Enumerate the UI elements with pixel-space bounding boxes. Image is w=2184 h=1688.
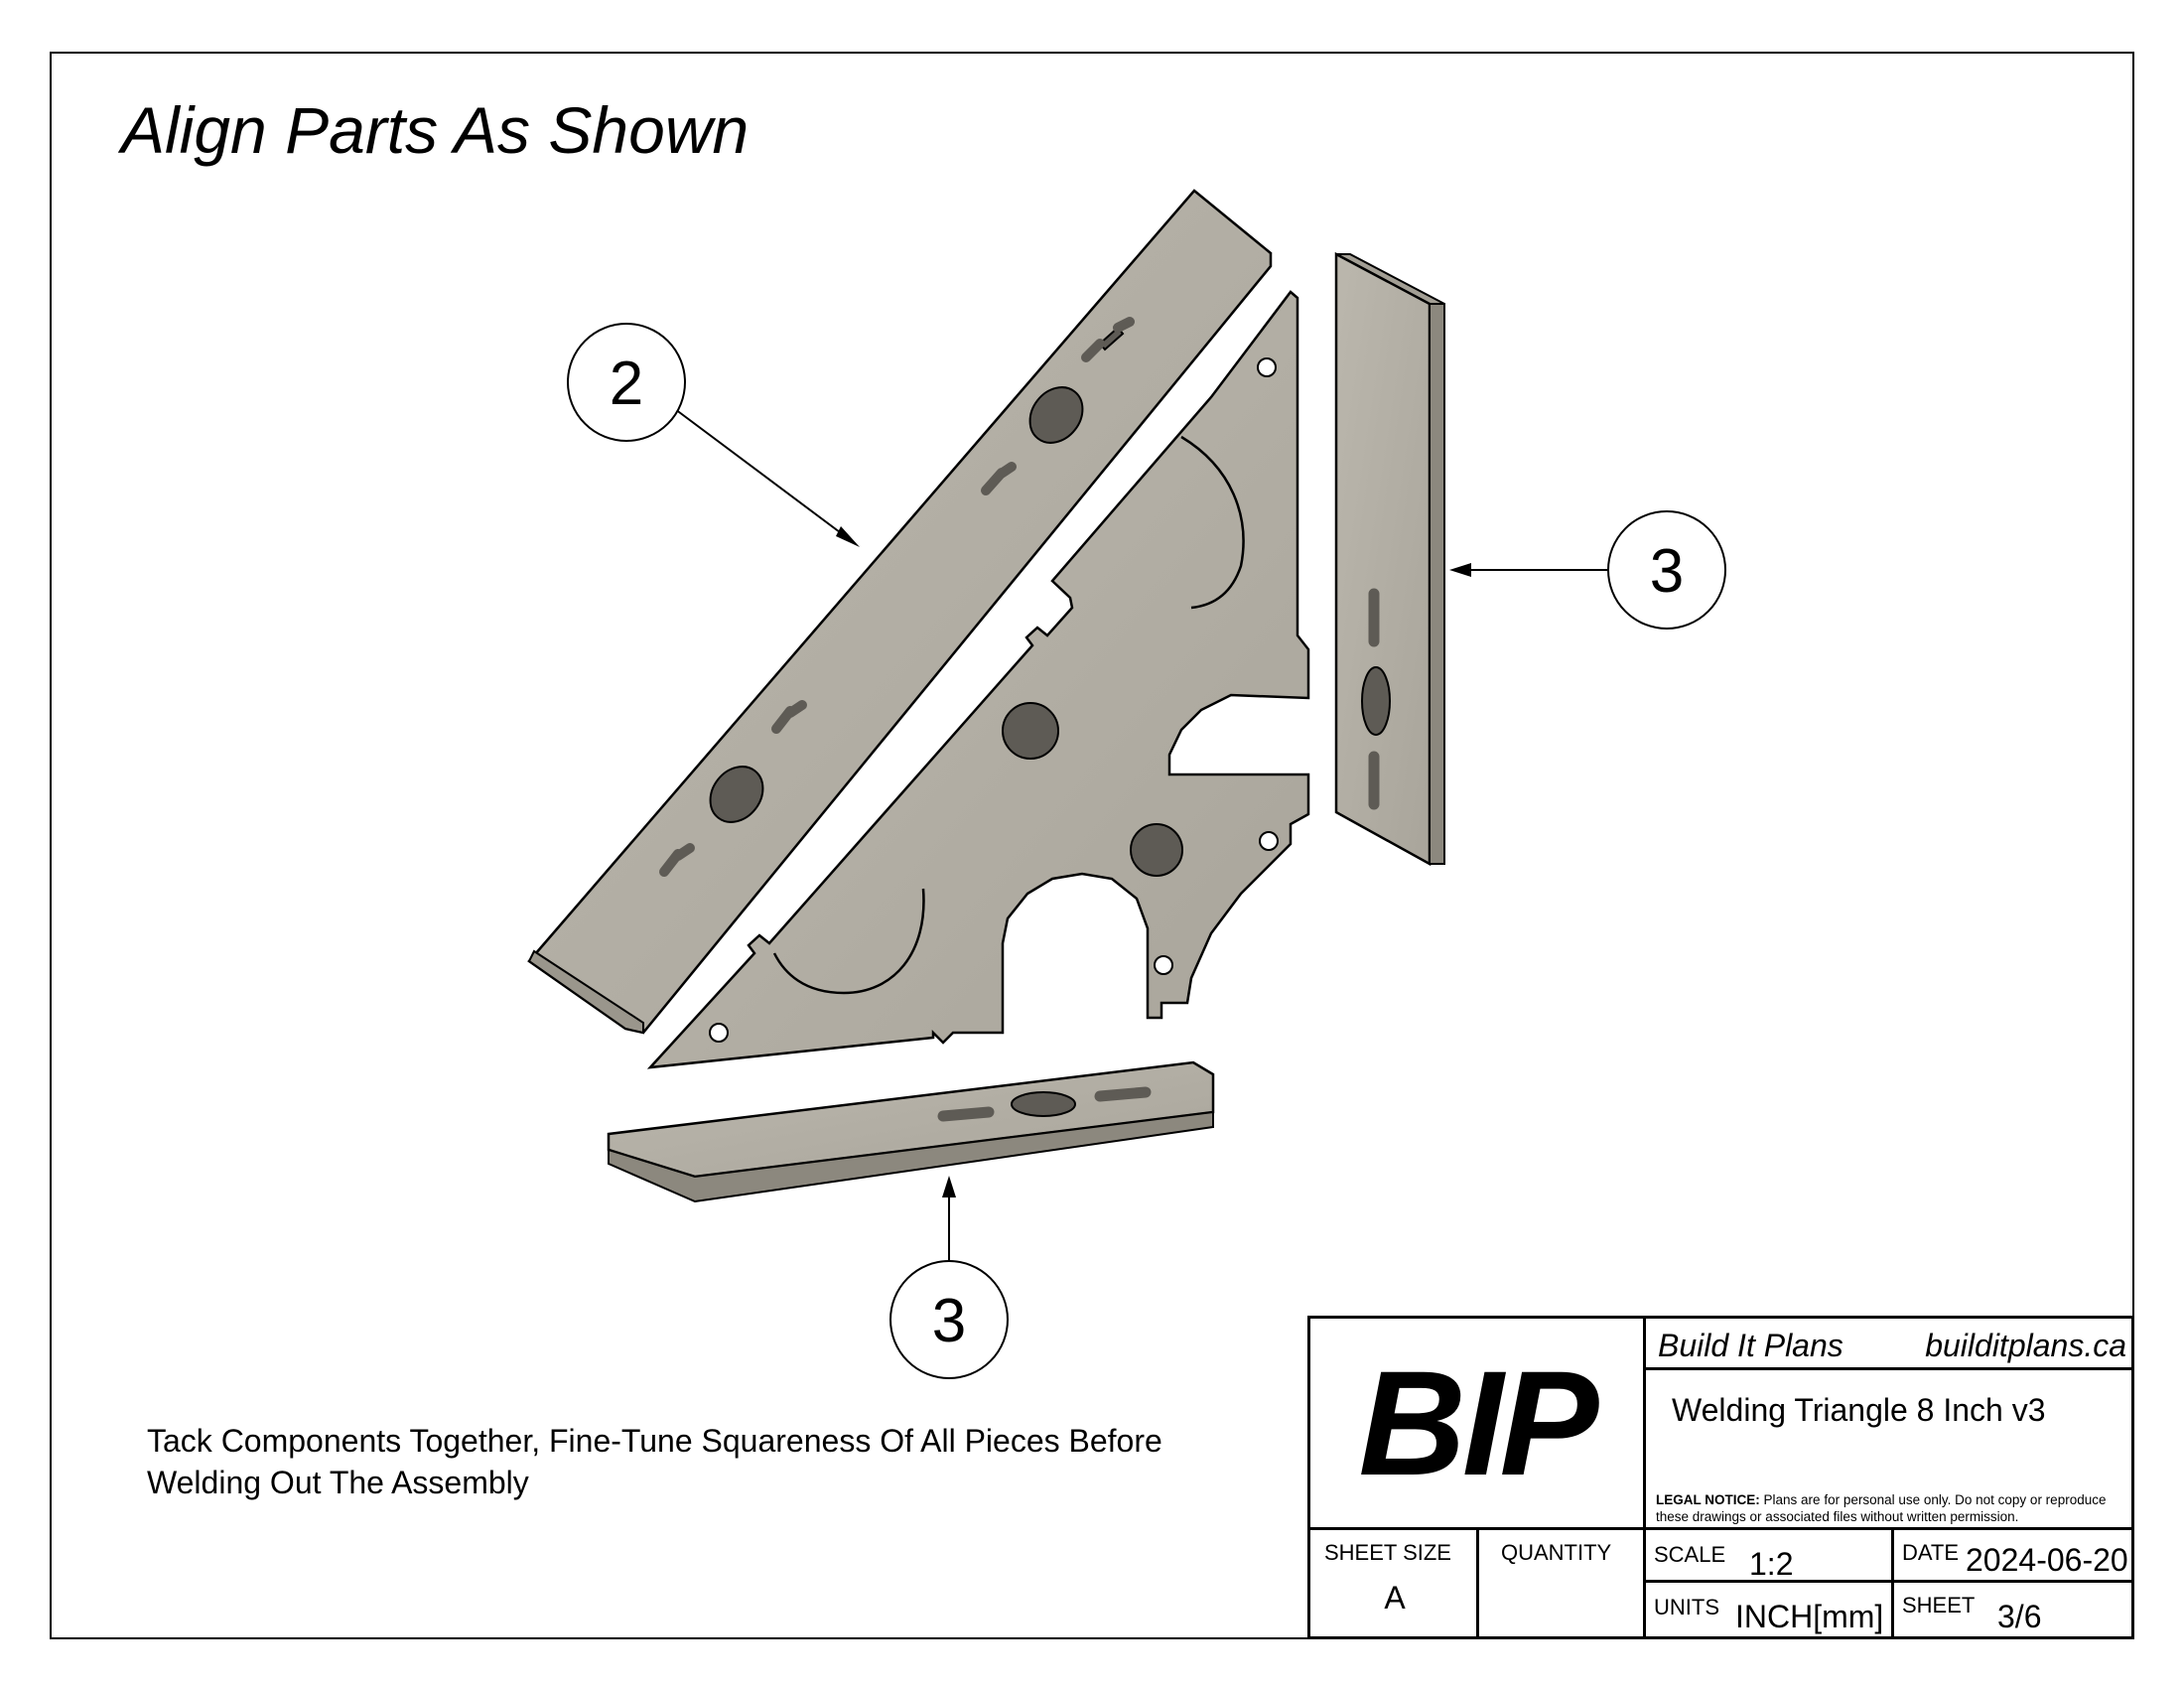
leader-arrowhead: [942, 1176, 956, 1197]
drawing-title: Welding Triangle 8 Inch v3: [1672, 1392, 2046, 1428]
bar-slot: [659, 843, 695, 877]
leader-arrowhead: [836, 526, 860, 547]
leader-line: [674, 408, 857, 545]
hbar-slot: [937, 1086, 1152, 1122]
title-block: BIP Build It Plans builditplans.ca Weldi…: [1307, 1316, 2134, 1639]
leader-arrowhead: [1449, 563, 1471, 577]
sheet-size-label: SHEET SIZE: [1324, 1540, 1451, 1565]
plate-cutout-top: [1180, 435, 1245, 610]
note-line: Welding Out The Assembly: [147, 1465, 529, 1500]
balloon-circle: [1607, 510, 1726, 630]
title-cell: Welding Triangle 8 Inch v3 LEGAL NOTICE:…: [1646, 1370, 2134, 1530]
vbar-side: [1429, 303, 1445, 865]
balloon-label: 3: [932, 1287, 966, 1355]
bar-slot: [1098, 326, 1125, 352]
quantity-label: QUANTITY: [1501, 1540, 1612, 1565]
date-cell: DATE 2024-06-20: [1894, 1530, 2134, 1583]
plate-face: [646, 290, 1310, 1069]
balloon-label: 3: [1650, 537, 1684, 606]
sheet-size-cell: SHEET SIZE A: [1310, 1530, 1479, 1636]
scale-value: 1:2: [1749, 1546, 1794, 1582]
bar-slot: [981, 462, 1017, 495]
legal-notice: LEGAL NOTICE: Plans are for personal use…: [1656, 1491, 2132, 1525]
note-line: Tack Components Together, Fine-Tune Squa…: [147, 1423, 1162, 1459]
part-vertical-bar: [1334, 251, 1445, 867]
drawing-heading: Align Parts As Shown: [121, 93, 750, 167]
logo: BIP: [1310, 1319, 1646, 1530]
plate-small-hole: [1259, 831, 1279, 851]
date-label: DATE: [1902, 1540, 1960, 1565]
company-name: Build It Plans: [1658, 1328, 1843, 1363]
legal-label: LEGAL NOTICE:: [1656, 1492, 1760, 1507]
hbar-side: [608, 1110, 1214, 1203]
company-website: builditplans.ca: [1925, 1328, 2126, 1363]
part-horizontal-bar: [607, 1060, 1215, 1203]
sheet-size-value: A: [1384, 1580, 1406, 1616]
sheet-value: 3/6: [1997, 1599, 2042, 1634]
bar-hole: [709, 766, 764, 823]
bar-hole: [1028, 386, 1084, 444]
plate-small-hole: [709, 1023, 729, 1043]
bar-slot: [1081, 317, 1135, 362]
company-row: Build It Plans builditplans.ca: [1646, 1319, 2134, 1370]
bar-thickness: [527, 949, 644, 1035]
scale-cell: SCALE 1:2: [1646, 1530, 1894, 1583]
scale-label: SCALE: [1654, 1542, 1726, 1567]
units-value: INCH[mm]: [1735, 1599, 1884, 1634]
logo-text: BIP: [1358, 1338, 1598, 1506]
hbar-hole: [1011, 1091, 1076, 1117]
sheet-label: SHEET: [1902, 1593, 1976, 1618]
balloon-circle: [567, 323, 686, 442]
quantity-cell: QUANTITY: [1479, 1530, 1646, 1636]
vbar-face: [1334, 251, 1432, 867]
units-label: UNITS: [1654, 1595, 1719, 1619]
plate-small-hole: [1154, 955, 1173, 975]
plate-small-hole: [1257, 357, 1277, 377]
legal-text: Plans are for personal use only. Do not …: [1656, 1492, 2107, 1524]
sheet-cell: SHEET 3/6: [1894, 1583, 2134, 1636]
part-triangle-plate: [646, 290, 1310, 1069]
drawing-border: [50, 52, 2134, 1639]
assembly-note: Tack Components Together, Fine-Tune Squa…: [147, 1420, 1298, 1503]
part-diagonal-bar: [527, 189, 1273, 1035]
vbar-hole: [1361, 666, 1391, 736]
bar-slot: [771, 700, 807, 734]
plate-hole: [1130, 823, 1183, 877]
balloon-circle: [889, 1260, 1009, 1379]
units-cell: UNITS INCH[mm]: [1646, 1583, 1894, 1636]
plate-hole: [1002, 702, 1059, 760]
date-value: 2024-06-20: [1966, 1542, 2128, 1578]
balloon-label: 2: [610, 350, 643, 418]
plate-cutout-left: [772, 888, 925, 995]
